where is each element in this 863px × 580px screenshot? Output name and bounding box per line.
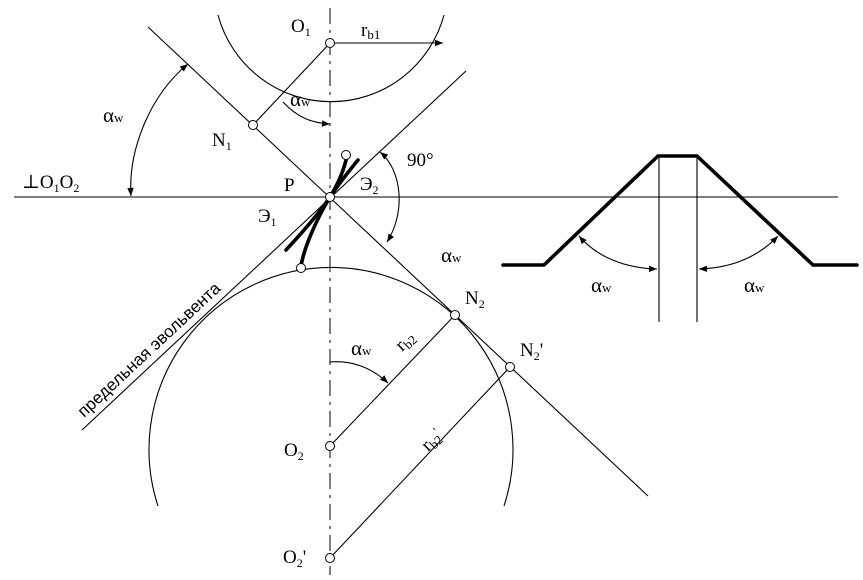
rack-angle-arc-left [578, 235, 658, 272]
point-n2p [505, 362, 515, 372]
label-rb1: rb1 [361, 20, 380, 42]
label-alpha-left: αw [103, 103, 124, 127]
label-alpha-right: αw [441, 243, 462, 267]
label-n2p: N2' [520, 340, 543, 363]
label-alpha-n1: αw [290, 87, 311, 111]
point-n1 [248, 120, 258, 130]
point-o2 [325, 441, 335, 451]
radius-o1-n1 [252, 42, 331, 126]
point-n2 [450, 310, 460, 320]
rack-profile [501, 154, 859, 267]
label-rack-alpha-right: αw [744, 273, 765, 297]
label-o2-prime: O2' [283, 547, 306, 570]
label-o1: O1 [291, 16, 311, 39]
label-e1: Э1 [258, 206, 277, 229]
radius-o2-n2 [329, 314, 456, 447]
angle-arc-alpha-o2 [329, 361, 389, 384]
base-circle-2 [148, 266, 514, 507]
angle-arc-90 [379, 151, 400, 243]
involute-e1 [299, 154, 349, 269]
point-p [325, 192, 335, 202]
rack-angle-arc-right [698, 235, 779, 272]
label-rb2: rb2 [391, 327, 420, 356]
label-rb2-prime: rb2' [416, 425, 448, 457]
radius-o2p-n2p [329, 366, 511, 559]
point-o2p [325, 553, 335, 563]
label-angle-90: 90° [407, 150, 434, 171]
label-perp-o1o2: ⊥O1O2 [22, 172, 79, 195]
point-e1-top [341, 150, 351, 160]
point-o1 [325, 38, 335, 48]
label-p: P [284, 175, 295, 196]
angle-arc-alpha-n1 [282, 101, 331, 127]
label-e2: Э2 [360, 174, 379, 197]
line-of-action [147, 26, 649, 497]
label-alpha-o2: αw [351, 336, 372, 360]
limit-involute-line [81, 70, 467, 431]
angle-arc-alpha-left [127, 63, 189, 197]
label-n2: N2 [465, 288, 485, 311]
label-limit-involute: предельная эвольвента [74, 278, 225, 421]
base-circle-1 [217, 14, 445, 103]
label-o2: O2 [284, 440, 304, 463]
label-n1: N1 [212, 130, 232, 153]
label-rack-alpha-left: αw [591, 273, 612, 297]
point-e1-bottom [296, 263, 306, 273]
